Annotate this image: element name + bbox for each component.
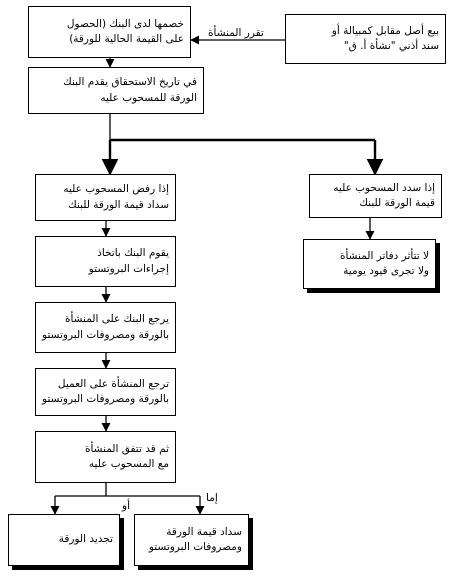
- node-paid-line-2: قيمة الورقة للبنك: [359, 197, 435, 209]
- node-maturity-line-1: في تاريخ الاستحقاق يقدم البنك: [63, 76, 197, 89]
- node-sale-line-2: سند أذني "نشأة أ. ق": [343, 40, 439, 52]
- node-discount-line-1: خصمها لدى البنك (الحصول: [66, 17, 184, 30]
- node-refused: إذا رفض المسحوب عليه سداد قيمة الورقة لل…: [35, 174, 176, 221]
- node-sale: بيع أصل مقابل كمبيالة أو سند أذني "نشأة …: [285, 14, 446, 64]
- node-bank-back-line-1: يرجع البنك على المنشأة: [64, 313, 169, 326]
- node-maturity-line-2: الورقة للمسحوب عليه: [100, 91, 197, 104]
- node-paid-line-1: إذا سدد المسحوب عليه: [333, 181, 435, 194]
- node-refused-line-1: إذا رفض المسحوب عليه: [63, 183, 169, 196]
- node-discount: خصمها لدى البنك (الحصول على القيمة الحال…: [28, 6, 191, 58]
- node-no-entry-line-2: ولا تجرى قيود يومية: [343, 265, 429, 277]
- node-settle: سداد قيمة الورقة ومصروفات البروتستو: [134, 514, 249, 566]
- edge-label-either: إما: [206, 492, 218, 504]
- node-paid: إذا سدد المسحوب عليه قيمة الورقة للبنك: [309, 174, 442, 218]
- node-no-entry-line-1: لا تتأثر دفاتر المنشأة: [339, 249, 429, 262]
- node-firm-back-line-1: ترجع المنشأة على العميل: [57, 377, 169, 390]
- node-bank-back-line-2: بالورقة ومصروفات البروتستو: [42, 328, 169, 341]
- node-agree: ثم قد تتفق المنشأة مع المسحوب عليه: [35, 431, 176, 483]
- node-protest-line-2: إجراءات البروتستو: [88, 262, 169, 275]
- node-firm-back: ترجع المنشأة على العميل بالورقة ومصروفات…: [35, 368, 176, 416]
- node-protest: يقوم البنك باتخاذ إجراءات البروتستو: [35, 236, 176, 287]
- node-agree-line-1: ثم قد تتفق المنشأة: [84, 442, 169, 455]
- node-settle-line-1: سداد قيمة الورقة: [166, 525, 242, 538]
- node-settle-line-2: ومصروفات البروتستو: [148, 541, 242, 553]
- node-firm-back-line-2: بالورقة ومصروفات البروتستو: [42, 393, 169, 405]
- node-renew: تجديد الورقة: [8, 514, 120, 566]
- node-discount-line-2: على القيمة الحالية للورقة): [69, 33, 184, 45]
- edge-label-or: أو: [122, 500, 130, 512]
- node-renew-line-1: تجديد الورقة: [58, 533, 113, 546]
- node-sale-line-1: بيع أصل مقابل كمبيالة أو: [331, 24, 439, 37]
- node-no-entry: لا تتأثر دفاتر المنشأة ولا تجرى قيود يوم…: [303, 239, 436, 289]
- node-agree-line-2: مع المسحوب عليه: [88, 458, 169, 470]
- node-refused-line-2: سداد قيمة الورقة للبنك: [68, 198, 169, 211]
- node-protest-line-1: يقوم البنك باتخاذ: [97, 247, 169, 260]
- node-bank-back: يرجع البنك على المنشأة بالورقة ومصروفات …: [35, 302, 176, 353]
- node-maturity: في تاريخ الاستحقاق يقدم البنك الورقة للم…: [28, 67, 204, 114]
- edge-label-decides: تقرر المنشأة: [208, 27, 264, 39]
